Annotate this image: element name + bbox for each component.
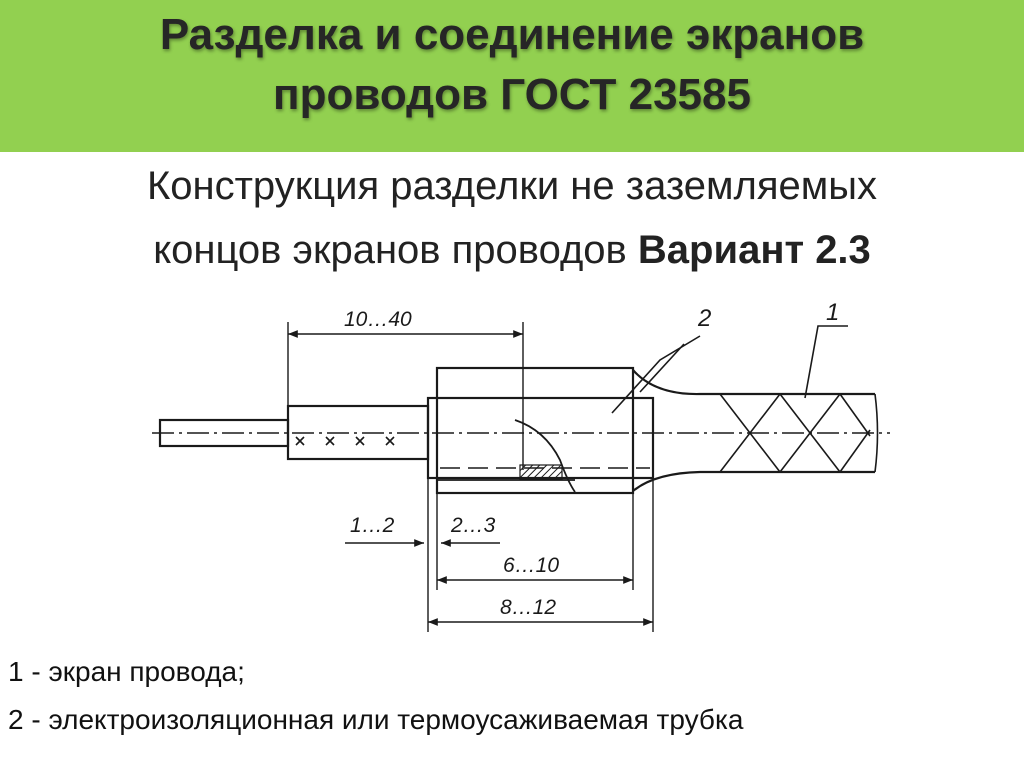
dim-label-d1: 1…2 xyxy=(350,514,395,537)
title-banner xyxy=(0,0,1024,152)
cable-bottom-edge xyxy=(632,470,875,492)
callout-2-label: 2 xyxy=(697,305,711,332)
shield-fold-hatch xyxy=(519,464,563,480)
legend-item-1: 1 - экран провода; xyxy=(8,656,245,687)
subtitle-line2: концов экранов проводов Вариант 2.3 xyxy=(0,228,1024,273)
variant-label: Вариант 2.3 xyxy=(637,228,871,272)
insulation-marks xyxy=(295,436,395,446)
callout-1-label: 1 xyxy=(826,299,839,326)
shield-termination-drawing: 10…40 1…2 2…3 6…10 8…12 2 1 xyxy=(152,299,890,632)
page-title-line2: проводов ГОСТ 23585 xyxy=(273,70,751,119)
dim-label-d3: 6…10 xyxy=(503,554,559,577)
callout-1-leader xyxy=(804,325,848,399)
page-title-line1: Разделка и соединение экранов xyxy=(159,10,865,59)
subtitle-text: концов экранов проводов xyxy=(153,228,638,272)
callout-2-leader xyxy=(611,335,701,414)
dim-label-d2: 2…3 xyxy=(450,514,496,537)
subtitle-line1: Конструкция разделки не заземляемых xyxy=(146,164,878,208)
dim-label-top: 10…40 xyxy=(344,308,412,331)
legend-item-2: 2 - электроизоляционная или термоусажива… xyxy=(8,704,744,735)
insulating-tube xyxy=(435,366,635,495)
cable-top-edge xyxy=(632,369,875,396)
dim-label-d4: 8…12 xyxy=(500,596,556,619)
shield-braid xyxy=(719,393,871,473)
